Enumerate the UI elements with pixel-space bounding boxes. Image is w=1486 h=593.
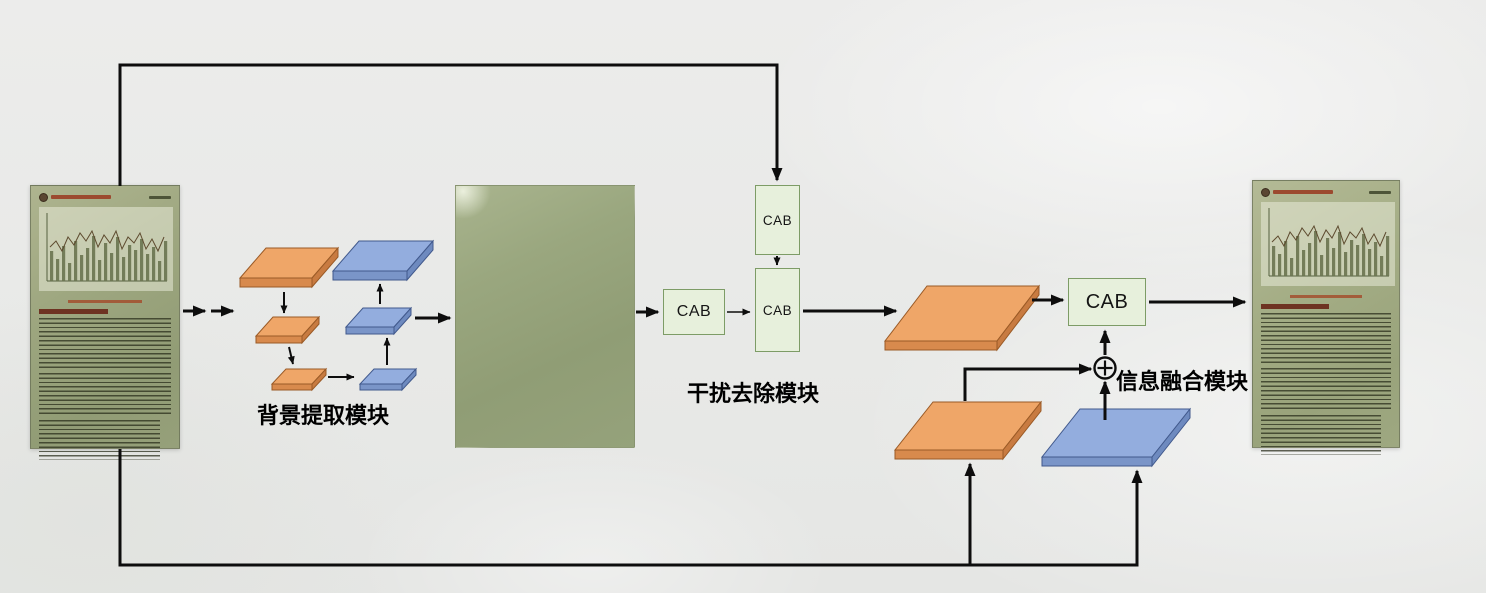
document-header <box>39 191 171 203</box>
fusion-slab-blue <box>1040 407 1192 468</box>
document-header <box>1261 186 1391 198</box>
output-document-image <box>1252 180 1400 455</box>
background-extraction-label: 背景提取模块 <box>256 403 389 428</box>
decoder-slab-medium <box>344 306 413 336</box>
chart-caption-text <box>1289 295 1363 298</box>
decoder-slab-large <box>331 239 435 282</box>
encoder-slab-medium <box>254 315 321 345</box>
body-text-block <box>39 317 171 370</box>
cab-block-top: CAB <box>755 185 800 255</box>
document-bar-chart <box>1261 202 1395 286</box>
document-logo-icon <box>39 192 48 202</box>
arrow-encoder-2 <box>287 346 295 365</box>
document-logo-icon <box>1261 187 1270 197</box>
feature-slab-main <box>883 284 1041 352</box>
interference-removal-label: 干扰去除模块 <box>686 381 819 406</box>
document-header-mark <box>1369 190 1391 194</box>
document-title-text <box>51 195 111 199</box>
estimated-background-image <box>455 185 635 448</box>
body-text-block <box>39 372 171 417</box>
skip-connection-bottom <box>118 449 1143 567</box>
body-text-block <box>1261 312 1391 365</box>
body-text-block <box>39 419 161 460</box>
encoder-slab-small <box>270 367 328 392</box>
section-heading-text <box>39 309 108 314</box>
skip-connection-top <box>118 63 783 186</box>
body-text-block <box>1261 414 1381 455</box>
cab-label: CAB <box>762 302 793 318</box>
cab-label: CAB <box>1085 290 1129 313</box>
encoder-slab-large <box>238 246 340 289</box>
cab-label: CAB <box>676 303 712 320</box>
document-header-mark <box>149 195 171 199</box>
fusion-slab-orange <box>893 400 1043 461</box>
arrow-orange-slab-to-plus <box>963 363 1093 401</box>
body-text-block <box>1261 367 1391 412</box>
input-document-image <box>30 185 180 460</box>
cab-block-middle: CAB <box>755 268 800 352</box>
document-bar-chart <box>39 207 173 291</box>
cab-block-fusion: CAB <box>1068 278 1146 326</box>
cab-block-left: CAB <box>663 289 725 335</box>
cab-label: CAB <box>762 212 793 228</box>
chart-caption-text <box>68 300 142 303</box>
decoder-slab-small <box>358 367 418 392</box>
circle-plus-icon <box>1093 356 1117 380</box>
document-title-text <box>1273 190 1333 194</box>
section-heading-text <box>1261 304 1329 309</box>
information-fusion-label: 信息融合模块 <box>1116 369 1249 394</box>
